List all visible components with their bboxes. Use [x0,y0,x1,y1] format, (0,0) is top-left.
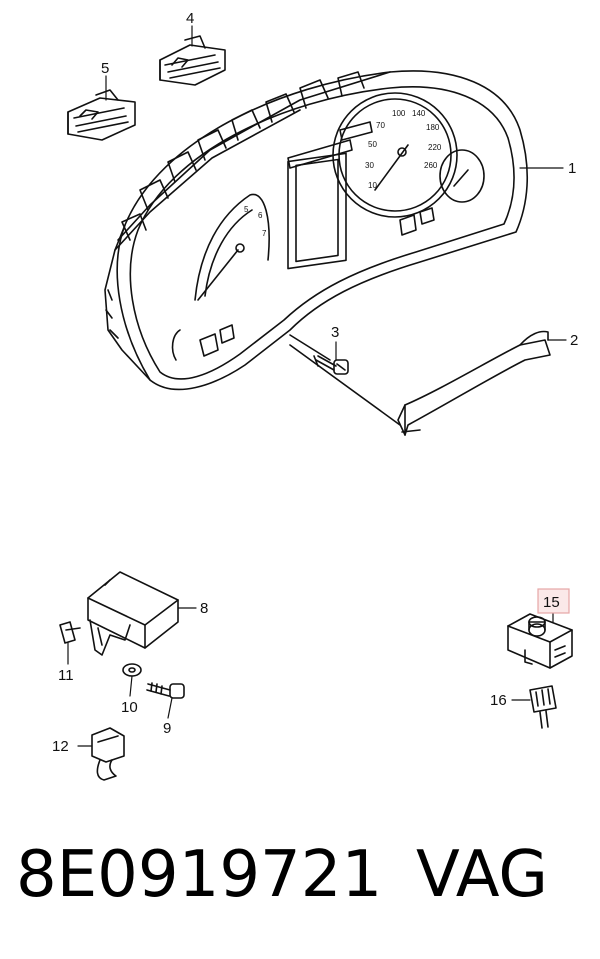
speedo-tick: 70 [376,121,385,130]
leader-lines [67,25,567,747]
tacho-tick: 6 [258,211,263,220]
connector-part-5 [67,89,136,141]
callout-12: 12 [52,738,69,755]
part-number: 8E0919721 [16,838,383,912]
speedo-tick: 30 [365,161,374,170]
callout-2: 2 [570,332,578,349]
speedo-tick-labels: 10 30 50 70 100 140 180 220 260 [365,109,442,190]
speedo-tick: 180 [426,123,440,132]
trim-strip [397,330,551,436]
brand-label: VAG [416,838,548,912]
speedo-tick: 260 [424,161,438,170]
callout-16: 16 [490,692,507,709]
instrument-cluster [104,70,528,391]
callout-11: 11 [58,667,74,684]
callout-4: 4 [186,10,194,27]
callout-1: 1 [568,160,576,177]
callout-15: 15 [543,594,560,611]
speedo-tick: 220 [428,143,442,152]
callout-10: 10 [121,699,138,716]
callout-labels: 1 2 3 4 5 8 9 10 11 12 15 16 [52,10,578,755]
tacho-tick: 5 [244,205,249,214]
connector-part-4 [159,35,226,86]
speedo-tick: 10 [368,181,377,190]
module-part-8 [87,571,179,656]
speedo-tick: 100 [392,109,406,118]
callout-9: 9 [163,720,171,737]
connector-part-16 [529,685,557,729]
callout-8: 8 [200,600,208,617]
switch-part-15 [507,613,573,669]
speedo-tick: 140 [412,109,426,118]
speedo-tick: 50 [368,140,377,149]
callout-3: 3 [331,324,339,341]
tacho-tick: 7 [262,229,267,238]
screw-part-3 [313,355,349,375]
connector-part-12 [91,727,125,781]
tacho-tick-labels: 5 6 7 [244,205,267,238]
callout-5: 5 [101,60,109,77]
highlight-box-15 [537,588,570,614]
clip-part-11 [59,621,81,644]
screw-part-9 [146,682,185,699]
washer-part-10 [122,663,142,677]
